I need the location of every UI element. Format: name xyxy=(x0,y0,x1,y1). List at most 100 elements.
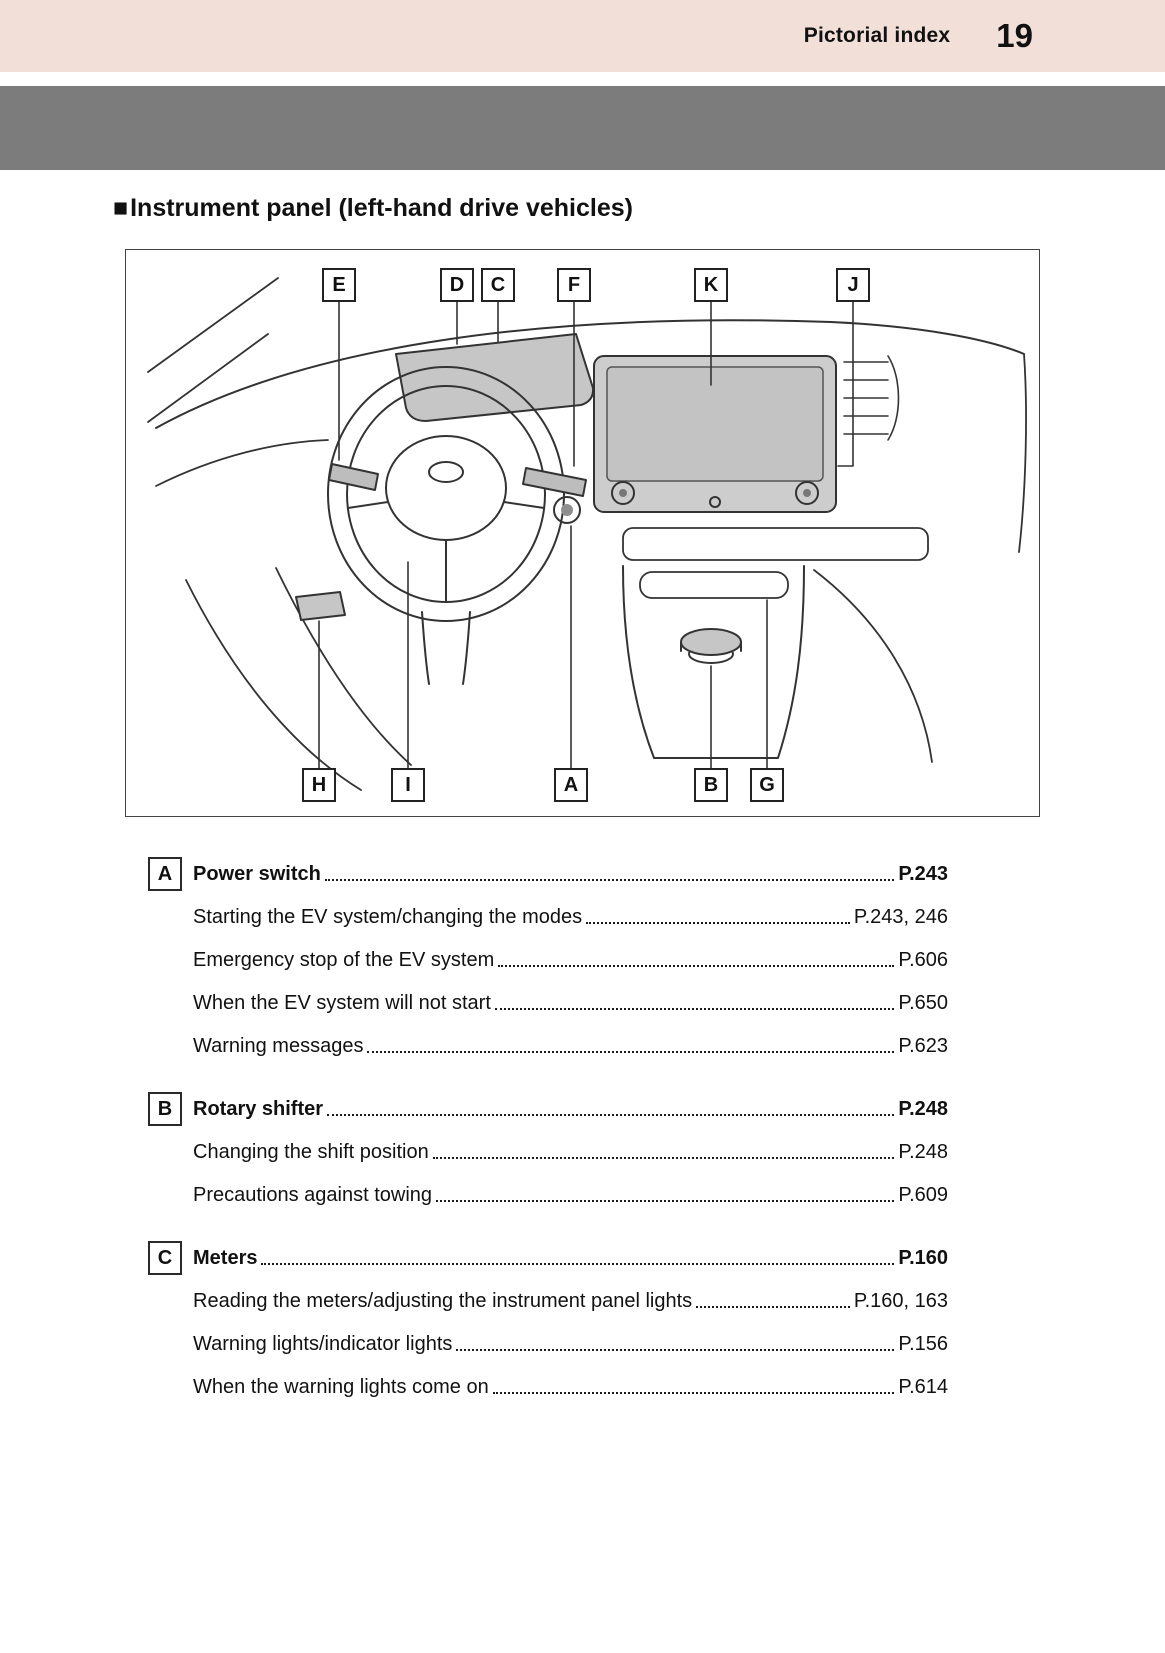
entry-letter: C xyxy=(157,1247,173,1269)
entry-page-ref: P.243 xyxy=(898,863,948,885)
callout-g: G xyxy=(750,768,784,802)
callout-h-label: H xyxy=(311,773,327,796)
subentry-page-ref: P.156 xyxy=(898,1333,948,1355)
instrument-panel-illustration xyxy=(147,277,1027,791)
callout-i: I xyxy=(391,768,425,802)
callout-d-label: D xyxy=(449,273,465,296)
subentry-text: Emergency stop of the EV system xyxy=(193,949,495,971)
section-title-text: Instrument panel (left-hand drive vehicl… xyxy=(130,194,633,222)
pictorial-index-list: A Power switch P.243 Starting the EV sys… xyxy=(148,852,948,1399)
callout-a: A xyxy=(554,768,588,802)
driver-side-button xyxy=(295,591,346,621)
subentry-text: Warning lights/indicator lights xyxy=(193,1333,453,1355)
entry-page-ref: P.248 xyxy=(898,1098,948,1120)
callout-leader-lines xyxy=(318,301,854,769)
dashboard-left-edge xyxy=(155,439,329,487)
subentry-page-ref: P.243, 246 xyxy=(853,906,948,928)
multimedia-display xyxy=(593,355,837,513)
entry-title: Power switch xyxy=(193,863,321,885)
index-subentry: Starting the EV system/changing the mode… xyxy=(148,905,948,929)
index-subentry: Precautions against towing P.609 xyxy=(148,1183,948,1207)
callout-k: K xyxy=(694,268,728,302)
subentry-text: When the warning lights come on xyxy=(193,1376,489,1398)
power-switch xyxy=(553,496,581,524)
dotted-leader xyxy=(696,1306,850,1308)
page-header: Pictorial index 19 xyxy=(0,0,1165,72)
subentry-page-ref: P.609 xyxy=(898,1184,948,1206)
callout-i-label: I xyxy=(405,773,411,796)
entry-title: Rotary shifter xyxy=(193,1098,324,1120)
air-vent-slats xyxy=(843,355,900,441)
index-subentry: When the EV system will not start P.650 xyxy=(148,991,948,1015)
dashboard-right-edge xyxy=(1018,353,1027,553)
entry-title: Meters xyxy=(193,1247,258,1269)
subentry-text: Changing the shift position xyxy=(193,1141,429,1163)
dotted-leader xyxy=(324,879,895,881)
callout-f-label: F xyxy=(567,273,581,296)
dotted-leader xyxy=(498,965,895,967)
dotted-leader xyxy=(367,1051,895,1053)
callout-j-label: J xyxy=(847,273,859,296)
subentry-text: Starting the EV system/changing the mode… xyxy=(193,906,583,928)
callout-h: H xyxy=(302,768,336,802)
entry-letter-badge: A xyxy=(148,857,182,891)
callout-a-label: A xyxy=(563,773,579,796)
right-stalk xyxy=(522,467,587,497)
door-pillar-lines xyxy=(147,277,412,791)
index-subentry: Warning lights/indicator lights P.156 xyxy=(148,1332,948,1356)
index-subentry: Emergency stop of the EV system P.606 xyxy=(148,948,948,972)
callout-k-label: K xyxy=(703,273,719,296)
dotted-leader xyxy=(327,1114,895,1116)
dotted-leader xyxy=(456,1349,895,1351)
dotted-leader xyxy=(586,922,850,924)
header-title: Pictorial index xyxy=(803,24,951,47)
index-subentry: Reading the meters/adjusting the instrum… xyxy=(148,1289,948,1313)
index-subentry: Warning messages P.623 xyxy=(148,1034,948,1058)
index-subentry: Changing the shift position P.248 xyxy=(148,1140,948,1164)
instrument-panel-diagram: E D C F K J H I A B G xyxy=(125,249,1040,817)
index-entry-c: C Meters P.160 xyxy=(148,1236,948,1275)
dotted-leader xyxy=(432,1157,895,1159)
subentry-page-ref: P.623 xyxy=(898,1035,948,1057)
entry-page-ref: P.160 xyxy=(898,1247,948,1269)
subentry-text: Precautions against towing xyxy=(193,1184,433,1206)
page-number: 19 xyxy=(996,17,1033,54)
square-bullet-icon: ■ xyxy=(113,194,129,222)
callout-e-label: E xyxy=(332,273,346,296)
callout-g-label: G xyxy=(759,773,775,796)
subentry-page-ref: P.650 xyxy=(898,992,948,1014)
rotary-shifter xyxy=(680,628,742,664)
dotted-leader xyxy=(492,1392,895,1394)
subentry-page-ref: P.248 xyxy=(898,1141,948,1163)
index-entry-b: B Rotary shifter P.248 xyxy=(148,1087,948,1126)
dotted-leader xyxy=(261,1263,895,1265)
callout-b-label: B xyxy=(703,773,719,796)
entry-letter-badge: C xyxy=(148,1241,182,1275)
left-stalk xyxy=(328,463,379,491)
callout-j: J xyxy=(836,268,870,302)
callout-c-label: C xyxy=(490,273,506,296)
subentry-text: Warning messages xyxy=(193,1035,364,1057)
dotted-leader xyxy=(436,1200,895,1202)
callout-e: E xyxy=(322,268,356,302)
callout-c: C xyxy=(481,268,515,302)
dashboard-top-edge xyxy=(155,319,1025,429)
callout-d: D xyxy=(440,268,474,302)
steering-wheel xyxy=(327,366,565,685)
dotted-leader xyxy=(494,1008,895,1010)
entry-letter: A xyxy=(157,863,173,885)
subentry-text: Reading the meters/adjusting the instrum… xyxy=(193,1290,693,1312)
subentry-page-ref: P.614 xyxy=(898,1376,948,1398)
index-entry-a: A Power switch P.243 xyxy=(148,852,948,891)
subentry-text: When the EV system will not start xyxy=(193,992,491,1014)
center-console xyxy=(622,527,933,763)
index-subentry: When the warning lights come on P.614 xyxy=(148,1375,948,1399)
subentry-page-ref: P.160, 163 xyxy=(853,1290,948,1312)
callout-f: F xyxy=(557,268,591,302)
section-title: ■ Instrument panel (left-hand drive vehi… xyxy=(113,194,1165,223)
entry-letter-badge: B xyxy=(148,1092,182,1126)
entry-letter: B xyxy=(157,1098,173,1120)
subentry-page-ref: P.606 xyxy=(898,949,948,971)
callout-b: B xyxy=(694,768,728,802)
